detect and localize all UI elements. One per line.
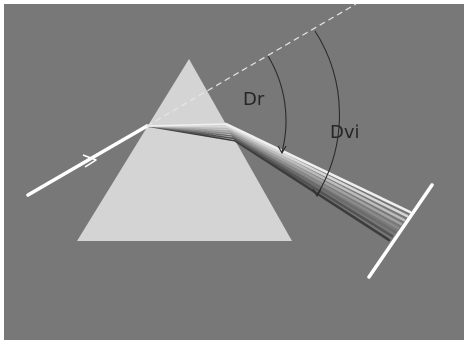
violet-deviation-label: Dvi xyxy=(330,122,360,143)
red-deviation-label: Dr xyxy=(243,89,265,110)
